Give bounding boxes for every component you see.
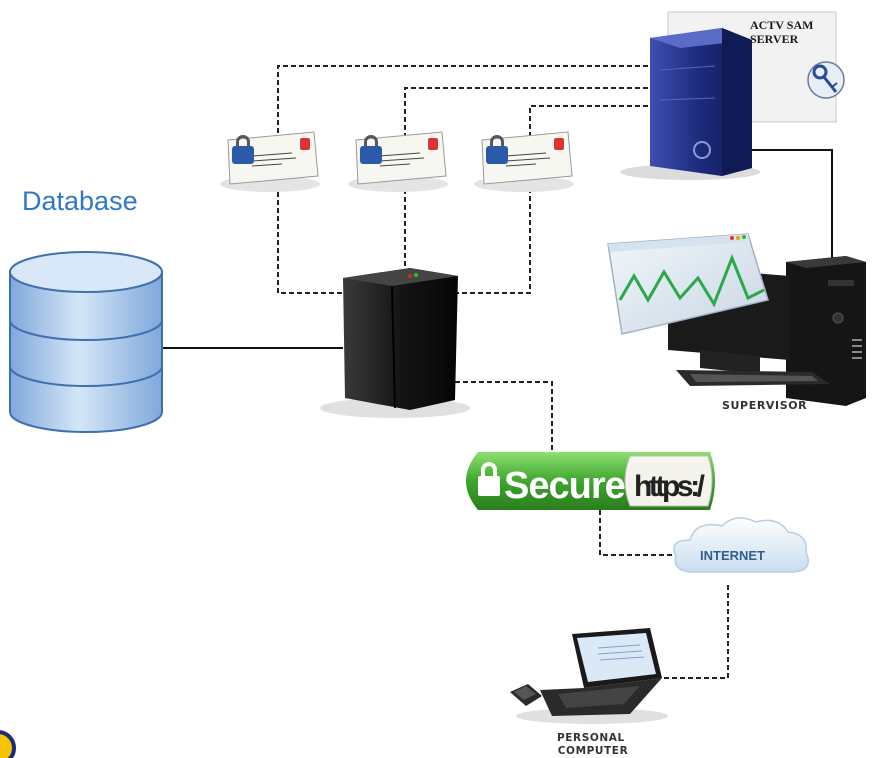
envelope-icon — [474, 131, 574, 192]
secure-text: Secure — [504, 465, 625, 507]
lock-icon — [360, 135, 382, 164]
app-server-icon — [320, 268, 470, 418]
database-icon — [9, 251, 163, 433]
internet-label: INTERNET — [700, 548, 765, 563]
card-reader-icon — [510, 684, 542, 706]
corner-badge-icon — [0, 730, 16, 758]
sam-server-label-line2: SERVER — [750, 32, 799, 46]
connection-sam-envelope-3 — [450, 105, 648, 294]
connection-sam-supervisor — [752, 149, 833, 258]
tower-icon — [786, 256, 866, 406]
https-text: https:/ — [634, 470, 706, 503]
lock-icon — [486, 135, 508, 164]
key-icon — [807, 61, 845, 99]
envelope-icon — [220, 131, 320, 192]
supervisor-workstation — [607, 233, 866, 406]
envelope-group — [220, 131, 574, 192]
connection-sam-envelope-1 — [277, 65, 648, 294]
personal-computer-label-line1: PERSONAL — [557, 732, 625, 744]
padlock-icon — [478, 462, 500, 496]
connection-sam-envelope-2 — [404, 87, 648, 268]
secure-bar — [466, 452, 715, 510]
database-label: Database — [22, 186, 138, 216]
supervisor-label: SUPERVISOR — [722, 399, 807, 412]
sam-server-label-line1: ACTV SAM — [750, 18, 813, 32]
cloud-icon — [673, 517, 809, 573]
personal-computer-label-line2: COMPUTER — [558, 745, 629, 757]
connection-secure-internet — [599, 510, 682, 556]
solid-connections — [162, 149, 833, 349]
chart-window — [607, 233, 769, 335]
sam-server-group — [620, 11, 845, 180]
envelope-icon — [348, 131, 448, 192]
chart-line — [618, 253, 765, 308]
connection-internet-laptop — [660, 585, 729, 679]
personal-computer-label: PERSONAL COMPUTER — [557, 732, 629, 757]
lock-icon — [232, 135, 254, 164]
connection-server-secure — [455, 381, 553, 452]
laptop-icon — [516, 628, 668, 724]
sam-server-icon — [650, 28, 752, 176]
